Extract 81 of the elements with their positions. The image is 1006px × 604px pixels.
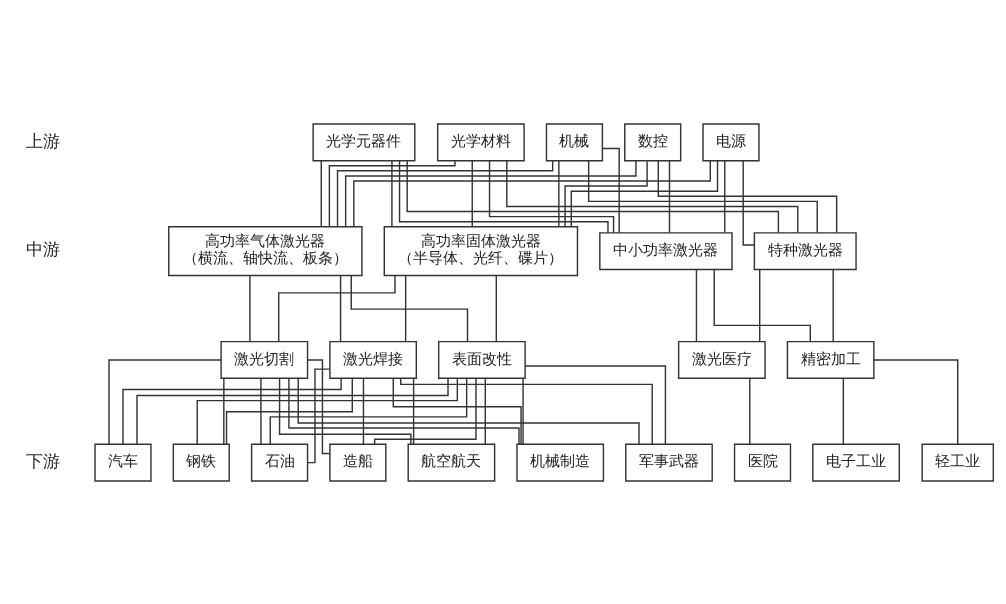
node-box: 轻工业 (921, 443, 994, 482)
node-box: 电源 (702, 122, 760, 161)
connector (522, 377, 524, 445)
connector (136, 377, 449, 445)
node-box: 中小功率激光器 (599, 231, 733, 270)
connector (713, 268, 811, 342)
label: 下游 (25, 450, 60, 471)
connector (278, 377, 412, 445)
connector (225, 377, 353, 445)
node-box: 钢铁 (172, 443, 230, 482)
node-box: 石油 (250, 443, 309, 482)
connector (506, 159, 799, 233)
connector (471, 159, 473, 227)
connector (495, 274, 497, 342)
connector (350, 274, 469, 342)
connector (307, 367, 331, 463)
node-box: 高功率固体激光器 （半导体、光纤、碟片） (383, 225, 579, 276)
connector (570, 159, 719, 227)
connector (122, 377, 342, 445)
connector (392, 377, 522, 445)
connector (336, 159, 554, 227)
node-box: 表面改性 (438, 340, 526, 379)
connector (832, 268, 834, 342)
node-box: 汽车 (94, 443, 152, 482)
node-box: 激光医疗 (677, 340, 766, 379)
connector (484, 377, 486, 445)
connector (398, 159, 609, 233)
node-box: 医院 (733, 443, 792, 482)
label: 中游 (25, 238, 60, 259)
connector (749, 377, 751, 445)
node-box: 光学元器件 (312, 122, 416, 161)
connector (328, 159, 456, 227)
node-box: 高功率气体激光器 （横流、轴快流、板条） (168, 225, 363, 276)
node-box: 机械 (545, 122, 604, 161)
node-box: 军事武器 (625, 443, 713, 482)
connector (320, 159, 322, 227)
connector (564, 159, 648, 227)
node-box: 精密加工 (786, 340, 875, 379)
connector (668, 159, 671, 233)
connector (400, 377, 653, 445)
connector (724, 159, 726, 233)
node-box: 电子工业 (812, 443, 900, 482)
connector (278, 274, 396, 342)
connector (488, 159, 615, 233)
connector (695, 268, 698, 342)
node-box: 光学材料 (436, 122, 525, 161)
connector (362, 377, 365, 445)
label: 上游 (25, 130, 60, 151)
node-box: 机械制造 (516, 443, 605, 482)
node-box: 航空航天 (407, 443, 496, 482)
connector (223, 377, 225, 445)
node-box: 造船 (329, 443, 387, 482)
node-box: 激光焊接 (329, 340, 418, 379)
connector (249, 274, 251, 342)
connector (269, 377, 468, 445)
connector (558, 159, 560, 227)
node-box: 数控 (624, 122, 682, 161)
connector (873, 358, 959, 445)
connector (297, 377, 640, 445)
connector (759, 268, 761, 342)
connector (196, 377, 459, 445)
node-box: 激光切割 (220, 340, 309, 379)
connector (391, 159, 393, 227)
connector (307, 358, 331, 454)
node-box: 特种激光器 (753, 231, 857, 270)
connector (524, 364, 667, 445)
connector (339, 274, 342, 342)
connector (288, 377, 520, 445)
connector (353, 159, 711, 227)
connector (742, 159, 755, 246)
connector (260, 377, 262, 445)
connector (587, 159, 818, 233)
connector (601, 147, 620, 233)
connector (404, 274, 407, 342)
connector (344, 159, 637, 227)
connector (108, 358, 222, 445)
connector (842, 377, 845, 445)
connector (657, 159, 838, 233)
connector (412, 377, 415, 445)
connector (406, 159, 780, 233)
connector (373, 377, 477, 445)
